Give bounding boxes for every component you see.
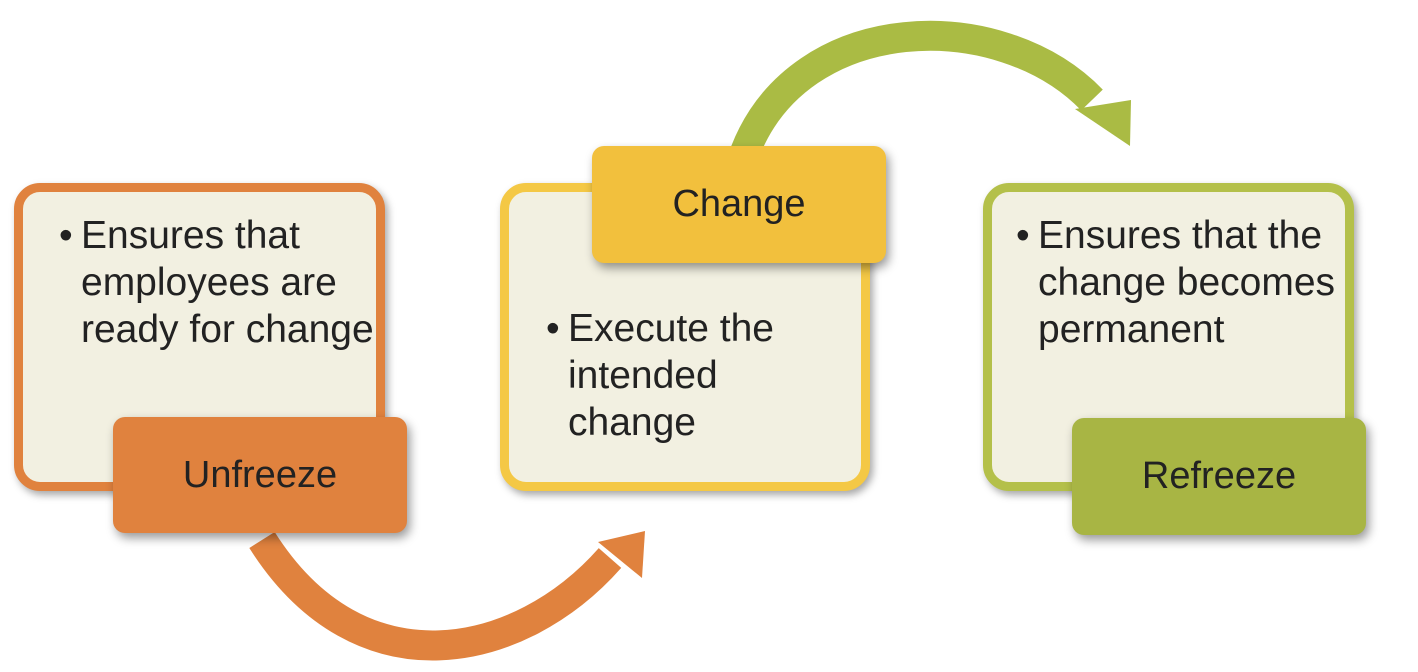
refreeze-description: •Ensures that the change becomes permane… [1016, 214, 1336, 351]
bullet-icon: • [1016, 214, 1030, 257]
arrow-change-to-refreeze [731, 20, 1103, 158]
unfreeze-label-box: Unfreeze [113, 417, 407, 533]
bullet-icon: • [59, 214, 73, 257]
arrow-change-to-refreeze-head [1075, 100, 1131, 146]
change-label-box: Change [592, 146, 886, 263]
change-description: •Execute the intended change [546, 307, 774, 444]
bullet-icon: • [546, 307, 560, 350]
refreeze-label-box: Refreeze [1072, 418, 1366, 535]
arrow-unfreeze-to-change-head [598, 531, 645, 578]
unfreeze-label: Unfreeze [182, 453, 338, 496]
unfreeze-description: •Ensures that employees are ready for ch… [59, 214, 374, 351]
refreeze-label: Refreeze [1141, 455, 1297, 497]
arrow-unfreeze-to-change [249, 531, 622, 661]
change-label: Change [672, 183, 806, 225]
